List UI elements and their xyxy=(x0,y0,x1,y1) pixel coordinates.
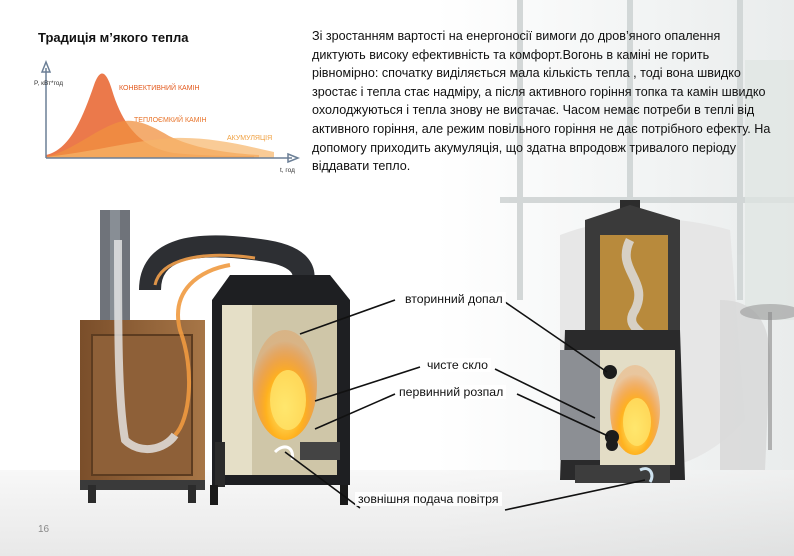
callout-lines xyxy=(284,299,646,511)
y-axis-label: P, кВт*год xyxy=(34,80,63,87)
label-external-air-supply: зовнішня подача повітря xyxy=(355,492,502,506)
left-stove xyxy=(80,210,315,503)
label-secondary-burn: вторинний допал xyxy=(402,292,506,306)
series-label-heat-storage: ТЕПЛОЄМКИЙ КАМІН xyxy=(134,115,207,124)
fireplace-illustrations xyxy=(80,200,685,511)
heat-output-graph: P, кВт*год t, год КОНВЕКТИВНИЙ КАМІН ТЕП… xyxy=(34,60,301,174)
page-title: Традиція м’якого тепла xyxy=(38,30,189,45)
series-label-convective: КОНВЕКТИВНИЙ КАМІН xyxy=(119,83,200,92)
body-paragraph: Зі зростанням вартості на енергоносії ви… xyxy=(312,29,771,174)
label-primary-burn: первинний розпал xyxy=(396,385,507,399)
series-label-accumulation: АКУМУЛЯЦІЯ xyxy=(227,135,272,142)
x-axis-arrow xyxy=(287,152,301,164)
center-fireplace xyxy=(210,275,350,505)
label-clean-glass: чисте скло xyxy=(424,358,491,372)
y-axis-arrow xyxy=(40,60,52,73)
curve-accumulation xyxy=(46,137,274,158)
x-axis-label: t, год xyxy=(280,167,295,174)
page-number: 16 xyxy=(38,524,50,535)
right-fireplace-cutaway xyxy=(560,200,685,483)
